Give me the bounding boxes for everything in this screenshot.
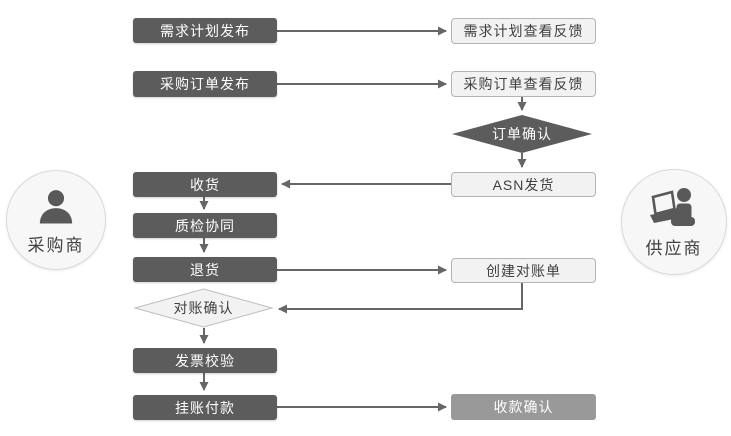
node-label: 需求计划发布 bbox=[160, 22, 250, 39]
node-payment-confirm: 收款确认 bbox=[451, 394, 596, 420]
node-demand-plan-feedback: 需求计划查看反馈 bbox=[451, 18, 596, 44]
node-reconcile-confirm: 对账确认 bbox=[134, 288, 273, 328]
person-laptop-icon bbox=[647, 186, 701, 232]
node-label: 订单确认 bbox=[492, 126, 552, 142]
node-label: 需求计划查看反馈 bbox=[463, 23, 584, 39]
node-label: 退货 bbox=[190, 261, 220, 278]
node-label: 对账确认 bbox=[173, 300, 234, 316]
node-asn-shipment: ASN发货 bbox=[451, 172, 596, 197]
node-label: 质检协同 bbox=[175, 217, 235, 234]
person-icon bbox=[34, 185, 78, 229]
node-po-release: 采购订单发布 bbox=[133, 71, 277, 97]
node-label: 挂账付款 bbox=[175, 399, 235, 416]
diamond-shape bbox=[452, 115, 592, 153]
actor-buyer: 采购商 bbox=[6, 170, 106, 270]
node-label: ASN发货 bbox=[492, 176, 555, 193]
node-label: 采购订单查看反馈 bbox=[463, 76, 584, 92]
node-po-feedback: 采购订单查看反馈 bbox=[451, 71, 596, 97]
node-label: 创建对账单 bbox=[486, 262, 561, 279]
actor-supplier: 供应商 bbox=[621, 169, 727, 275]
node-label: 收货 bbox=[190, 176, 220, 193]
node-pending-payment: 挂账付款 bbox=[133, 395, 277, 420]
node-order-confirm: 订单确认 bbox=[452, 115, 592, 153]
node-label: 采购订单发布 bbox=[160, 76, 250, 92]
node-quality-collab: 质检协同 bbox=[133, 213, 277, 238]
node-label: 发票校验 bbox=[175, 352, 235, 369]
actor-buyer-label: 采购商 bbox=[27, 235, 85, 255]
actor-supplier-label: 供应商 bbox=[645, 238, 703, 258]
connector-statement-to-reconcile bbox=[278, 283, 523, 314]
node-receive-goods: 收货 bbox=[133, 172, 277, 197]
diamond-shape bbox=[134, 288, 273, 328]
node-create-statement: 创建对账单 bbox=[451, 258, 596, 283]
node-demand-plan-release: 需求计划发布 bbox=[133, 18, 277, 43]
node-label: 收款确认 bbox=[493, 399, 554, 415]
node-invoice-verify: 发票校验 bbox=[133, 348, 277, 373]
node-return-goods: 退货 bbox=[133, 257, 277, 282]
